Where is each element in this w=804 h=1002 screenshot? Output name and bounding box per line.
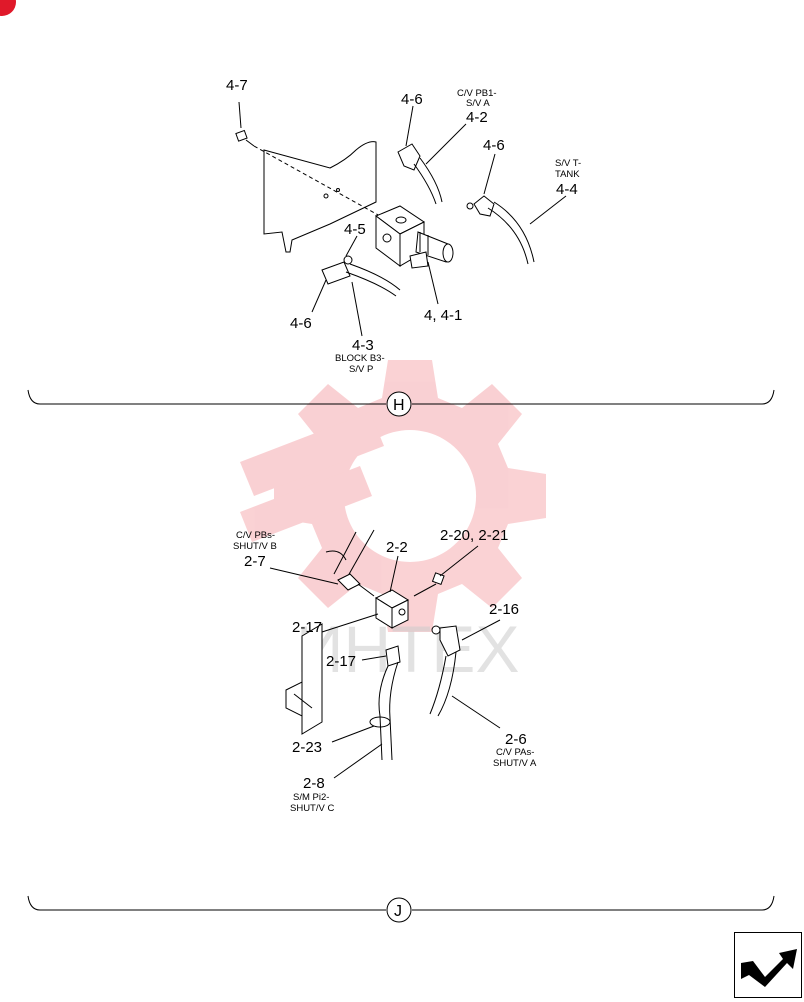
hose-4-3 — [321, 255, 401, 297]
hose-2-8 — [369, 645, 401, 761]
label-2-23: 2-23 — [292, 739, 322, 756]
label-4-5: 4-5 — [344, 221, 366, 238]
next-page-button[interactable] — [734, 932, 802, 998]
section-j-drawing — [269, 529, 501, 779]
label-2-16: 2-16 — [489, 601, 519, 618]
label-cv-pbs-line2: SHUT/V B — [233, 541, 277, 552]
label-cv-pas-line1: C/V PAs- — [496, 747, 534, 758]
section-divider-j — [27, 895, 775, 923]
label-2-17-lower: 2-17 — [326, 653, 356, 670]
label-cv-pb1-line2: S/V A — [466, 98, 490, 109]
label-2-6: 2-6 — [505, 731, 527, 748]
bolt-4-7 — [235, 129, 381, 217]
label-4-4: 4-4 — [556, 181, 578, 198]
bolt-2-20 — [413, 572, 445, 597]
label-cv-pb1-line1: C/V PB1- — [457, 88, 497, 99]
label-4-4-1: 4, 4-1 — [424, 307, 462, 324]
label-4-2: 4-2 — [466, 109, 488, 126]
hose-2-6 — [429, 625, 461, 717]
label-2-7: 2-7 — [244, 553, 266, 570]
watermark-text: ИНТЕХ — [296, 612, 519, 686]
next-page-arrow-icon — [741, 949, 797, 987]
label-4-6-right: 4-6 — [483, 137, 505, 154]
label-block-line2: S/V P — [349, 364, 373, 375]
corner-badge-icon — [0, 0, 16, 16]
watermark-logo-icon — [240, 360, 546, 632]
mounting-plate — [301, 623, 323, 735]
section-h-drawing — [235, 101, 567, 337]
label-sm-line1: S/M Pi2- — [293, 792, 329, 803]
label-4-6-left: 4-6 — [290, 315, 312, 332]
section-marker-h: H — [393, 397, 405, 414]
label-cv-pas-line2: SHUT/V A — [493, 758, 537, 769]
label-2-8: 2-8 — [303, 775, 325, 792]
label-2-20-2-21: 2-20, 2-21 — [440, 527, 508, 544]
section-divider-h — [27, 389, 775, 417]
label-2-2: 2-2 — [386, 539, 408, 556]
label-4-6-top: 4-6 — [401, 91, 423, 108]
label-cv-pbs-line1: C/V PBs- — [236, 530, 275, 541]
mounting-bracket — [263, 141, 377, 253]
block-2-2 — [374, 589, 410, 629]
solenoid-4-4-1 — [409, 231, 454, 269]
label-2-17-upper: 2-17 — [292, 619, 322, 636]
label-block-line1: BLOCK B3- — [335, 353, 385, 364]
hose-4-4 — [466, 195, 535, 265]
section-marker-j: J — [394, 903, 402, 920]
hose-2-7 — [325, 529, 375, 597]
hose-4-2 — [397, 143, 443, 205]
label-sv-t-line2: TANK — [555, 169, 580, 180]
label-4-3: 4-3 — [352, 337, 374, 354]
label-sm-line2: SHUT/V C — [290, 803, 334, 814]
label-sv-t-line1: S/V T- — [555, 158, 581, 169]
label-4-7: 4-7 — [226, 77, 248, 94]
